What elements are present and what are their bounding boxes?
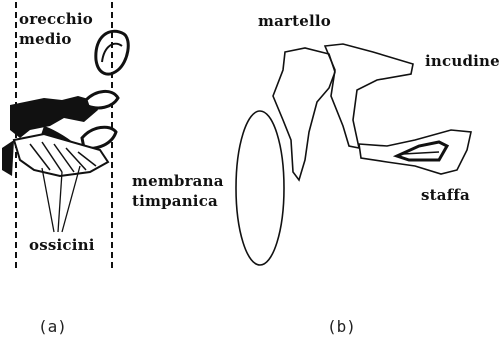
stapes-shape [359, 130, 471, 174]
label-ossicles: ossicini [29, 236, 95, 254]
caption-a: (a) [38, 317, 67, 336]
ossicles-pointer-1 [42, 168, 54, 232]
panel-a-middle-ear: orecchio medio ossicini (a) [0, 0, 135, 343]
label-tympanic-membrane-line-2: timpanica [132, 192, 218, 210]
label-middle-ear-line-2: medio [19, 30, 72, 48]
incus-shape [325, 44, 413, 148]
ossicles-pointer-2 [58, 172, 62, 232]
middle-ear-illustration [0, 0, 135, 343]
label-tympanic-membrane-line-1: membrana [132, 172, 224, 190]
stapes-outline [82, 127, 116, 148]
label-malleus: martello [258, 12, 331, 30]
tympanic-membrane-shape [236, 111, 284, 265]
label-middle-ear-line-1: orecchio [19, 10, 93, 28]
stapes-footplate [397, 142, 447, 160]
caption-b: (b) [327, 317, 356, 336]
panel-b-ossicles: martello incudine staffa (b) [225, 0, 501, 343]
label-incus: incudine [425, 52, 500, 70]
label-stapes: staffa [421, 186, 470, 204]
